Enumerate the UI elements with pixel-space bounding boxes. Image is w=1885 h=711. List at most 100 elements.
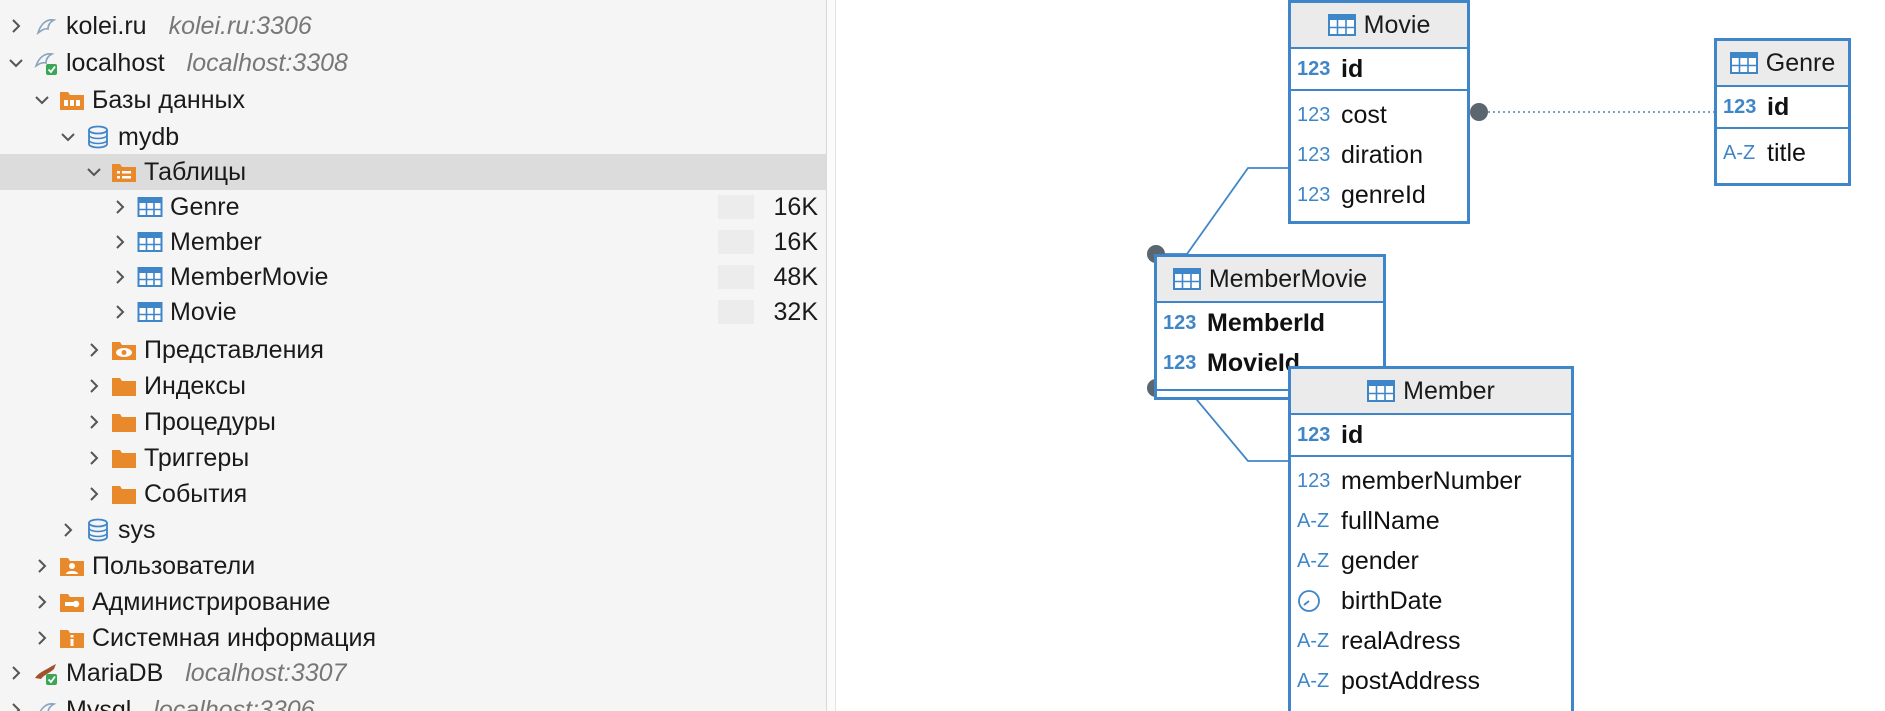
table-icon: [1367, 380, 1396, 402]
table-size: 16K: [718, 228, 818, 256]
chevron-right-icon[interactable]: [32, 548, 52, 584]
entity-header[interactable]: Movie: [1291, 3, 1467, 49]
numeric-type-icon: 123: [1163, 311, 1197, 334]
column-row[interactable]: birthDate: [1291, 581, 1571, 621]
chevron-right-icon[interactable]: [6, 8, 26, 44]
admin-folder-icon: [58, 588, 86, 616]
tree-label: Триггеры: [144, 443, 250, 472]
chevron-right-icon[interactable]: [84, 368, 104, 404]
tree-users[interactable]: Пользователи: [0, 548, 826, 584]
tree-events[interactable]: События: [0, 476, 826, 512]
tree-triggers[interactable]: Триггеры: [0, 440, 826, 476]
tree-tables[interactable]: Таблицы: [0, 154, 826, 190]
panel-splitter[interactable]: [826, 0, 836, 711]
chevron-right-icon[interactable]: [58, 512, 78, 548]
tree-label: mydb: [118, 122, 180, 151]
tree-views[interactable]: Представления: [0, 332, 826, 368]
tree-label: Пользователи: [92, 551, 256, 580]
databases-folder-icon: [58, 86, 86, 114]
tree-administration[interactable]: Администрирование: [0, 584, 826, 620]
chevron-right-icon[interactable]: [84, 440, 104, 476]
tree-db-mydb[interactable]: mydb: [0, 119, 826, 155]
tree-label: sys: [118, 515, 156, 544]
chevron-right-icon[interactable]: [32, 620, 52, 656]
connection-address: localhost:3308: [186, 48, 348, 77]
chevron-right-icon[interactable]: [110, 224, 130, 260]
tree-label: Genre: [170, 192, 240, 221]
text-type-icon: A-Z: [1297, 629, 1330, 652]
numeric-type-icon: 123: [1723, 95, 1757, 118]
chevron-right-icon[interactable]: [84, 476, 104, 512]
tree-connection-mysql[interactable]: Mysql localhost:3306: [0, 692, 826, 711]
chevron-right-icon[interactable]: [110, 189, 130, 225]
chevron-down-icon[interactable]: [84, 154, 104, 190]
text-type-icon: A-Z: [1723, 141, 1756, 164]
text-type-icon: A-Z: [1297, 549, 1330, 572]
clock-icon: [1297, 589, 1335, 613]
tree-label: Индексы: [144, 371, 246, 400]
tree-databases[interactable]: Базы данных: [0, 82, 826, 118]
users-folder-icon: [58, 552, 86, 580]
folder-icon: [110, 480, 138, 508]
table-icon: [136, 193, 164, 221]
chevron-down-icon[interactable]: [58, 119, 78, 155]
chevron-right-icon[interactable]: [6, 692, 26, 711]
link-endpoint: [1470, 103, 1488, 121]
tree-table-member[interactable]: Member 16K: [0, 224, 826, 260]
table-icon: [136, 228, 164, 256]
chevron-right-icon[interactable]: [84, 332, 104, 368]
entity-header[interactable]: MemberMovie: [1157, 257, 1383, 303]
chevron-right-icon[interactable]: [32, 584, 52, 620]
table-size: 32K: [718, 298, 818, 326]
chevron-right-icon[interactable]: [110, 259, 130, 295]
tree-connection-kolei[interactable]: kolei.ru kolei.ru:3306: [0, 8, 826, 44]
tables-folder-icon: [110, 158, 138, 186]
connection-address: localhost:3307: [185, 658, 347, 687]
entity-header[interactable]: Genre: [1717, 41, 1848, 87]
tree-connection-mariadb[interactable]: MariaDB localhost:3307: [0, 655, 826, 691]
tree-indexes[interactable]: Индексы: [0, 368, 826, 404]
tree-procedures[interactable]: Процедуры: [0, 404, 826, 440]
chevron-right-icon[interactable]: [110, 294, 130, 330]
tree-table-membermovie[interactable]: MemberMovie 48K: [0, 259, 826, 295]
table-icon: [136, 263, 164, 291]
folder-icon: [110, 408, 138, 436]
chevron-right-icon[interactable]: [6, 655, 26, 691]
tree-label: Процедуры: [144, 407, 276, 436]
tree-db-sys[interactable]: sys: [0, 512, 826, 548]
tree-label: Представления: [144, 335, 324, 364]
tree-connection-localhost[interactable]: localhost localhost:3308: [0, 45, 826, 81]
tree-system-info[interactable]: Системная информация: [0, 620, 826, 656]
chevron-right-icon[interactable]: [84, 404, 104, 440]
tree-table-genre[interactable]: Genre 16K: [0, 189, 826, 225]
link-membermovie-movie: [1156, 167, 1288, 255]
connection-address: localhost:3306: [153, 695, 315, 711]
tree-label: Администрирование: [92, 587, 331, 616]
connection-name: kolei.ru: [66, 11, 147, 40]
chevron-down-icon[interactable]: [6, 45, 26, 81]
tree-table-movie[interactable]: Movie 32K: [0, 294, 826, 330]
tree-label: MemberMovie: [170, 262, 329, 291]
entity-header[interactable]: Member: [1291, 369, 1571, 415]
chevron-down-icon[interactable]: [32, 82, 52, 118]
